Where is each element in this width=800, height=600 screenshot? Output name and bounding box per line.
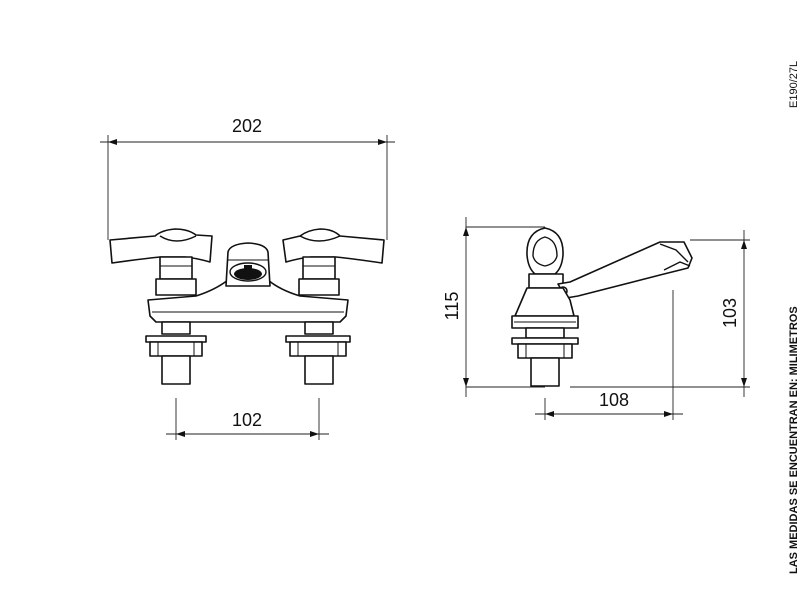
dimension-spout-reach: 108 (535, 290, 683, 420)
side-view: 115 103 (442, 217, 750, 420)
left-shank-icon (145, 321, 207, 385)
side-body-icon (511, 287, 579, 387)
dim-total-height-label: 115 (442, 292, 462, 321)
right-shank-icon (285, 321, 351, 385)
dim-spout-height-label: 103 (720, 298, 740, 328)
dimension-total-height: 115 (442, 217, 545, 397)
units-note: LAS MEDIDAS SE ENCUENTRAN EN: MILIMETROS (788, 306, 800, 574)
left-handle-icon (109, 228, 213, 296)
side-spout-icon (557, 241, 693, 299)
front-view: 202 (100, 116, 395, 440)
dim-overall-width-label: 202 (232, 116, 262, 136)
right-handle-icon (282, 228, 385, 296)
faucet-base-icon (147, 242, 349, 323)
dimension-spout-height: 103 (570, 230, 750, 397)
dimension-overall-width: 202 (100, 116, 395, 240)
drawing-code: E190/27L (788, 61, 800, 108)
side-handle-icon (526, 227, 564, 289)
dim-centers-distance-label: 102 (232, 410, 262, 430)
dim-spout-reach-label: 108 (599, 390, 629, 410)
dimension-centers-distance: 102 (166, 398, 329, 440)
